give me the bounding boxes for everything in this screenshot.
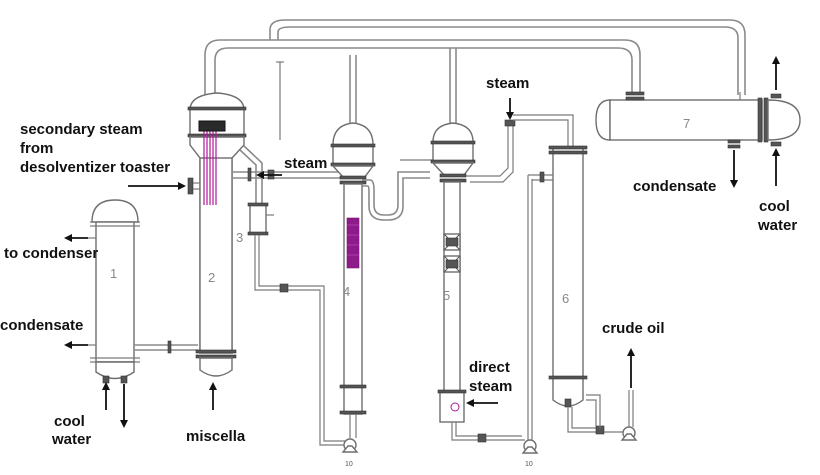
label-secondary-steam-3: desolventizer toaster [20,159,170,176]
label-cool-left-2: water [51,431,91,448]
text-labels: secondary steam from desolventizer toast… [0,75,797,448]
label-steam-top: steam [486,75,529,92]
equipment-number-1: 1 [110,266,117,281]
label-miscella: miscella [186,428,246,445]
equipment-number-7: 7 [683,116,690,131]
pump-a-number: 10 [345,461,353,468]
column-6: 6 [548,145,588,408]
flow-arrows [64,56,780,428]
label-condensate-left: condensate [0,317,83,334]
label-to-condenser: to condenser [4,245,98,262]
equipment-number-6: 6 [562,291,569,306]
condenser-1: 1 [88,199,140,384]
label-cool-right-1: cool [759,198,790,215]
label-secondary-steam-1: secondary steam [20,121,143,138]
top-vapor-pipes [204,19,746,140]
label-cool-right-2: water [757,217,797,234]
equipment-number-5: 5 [443,288,450,303]
stripper-5: 5 [430,122,487,443]
separator-3: 3 [236,202,345,446]
equipment-number-2: 2 [208,270,215,285]
equipment-number-3: 3 [236,230,243,245]
evaporator-4: 4 [330,122,376,438]
condenser-7: 7 [595,91,801,149]
label-secondary-steam-2: from [20,140,53,157]
label-direct-1: direct [469,359,510,376]
label-steam-mid: steam [284,155,327,172]
pump-a: 10 [341,438,359,468]
label-cool-left-1: cool [54,413,85,430]
label-direct-2: steam [469,378,512,395]
equipment-number-4: 4 [343,284,350,299]
label-crude-oil: crude oil [602,320,665,337]
pump-b: 10 [521,439,539,468]
evaporator-2: 2 [187,92,247,377]
label-condensate-right: condensate [633,178,716,195]
pump-b-number: 10 [525,461,533,468]
